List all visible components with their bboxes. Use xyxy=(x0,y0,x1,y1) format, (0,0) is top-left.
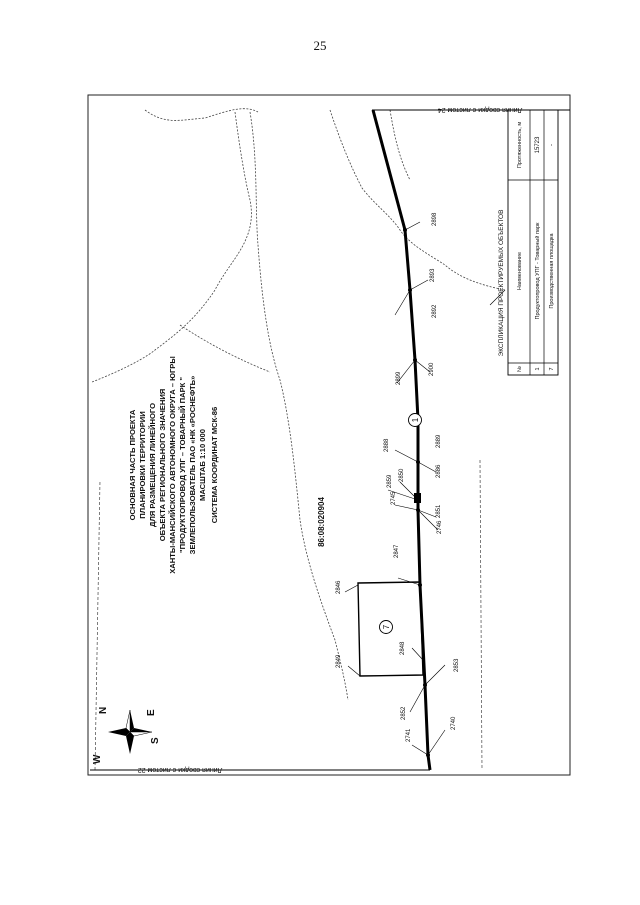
legend-row1-length: 15723 xyxy=(535,136,541,153)
match-line-bottom-label: Линия сводки с листом 22 xyxy=(138,766,223,773)
point-label-2740: 2740 xyxy=(451,716,457,730)
legend-row1-num: 1 xyxy=(535,367,541,370)
legend-table: ЭКСПЛИКАЦИЯ ПРОЕКТИРУЕМЫХ ОБЪЕКТОВ № Наи… xyxy=(498,109,559,376)
point-label-2745: 2745 xyxy=(391,491,397,505)
title-line-8: МАСШТАБ 1:10 000 xyxy=(198,429,207,501)
point-label-2848: 2848 xyxy=(400,641,406,655)
boundary-right xyxy=(479,459,483,771)
point-label-2886: 2886 xyxy=(436,464,442,478)
point-label-2859: 2859 xyxy=(387,474,393,488)
point-label-2852: 2852 xyxy=(401,706,407,720)
compass-east: E xyxy=(146,709,157,716)
pipeline-route xyxy=(371,109,432,771)
compass-rose-icon: N E S W xyxy=(92,707,161,764)
legend-row2-length: - xyxy=(549,144,555,146)
point-labels: 2741 2740 2852 2853 2849 2848 2846 2847 … xyxy=(336,212,460,742)
point-label-2888: 2888 xyxy=(384,438,390,452)
legend-row2-name: Производственная площадка xyxy=(549,232,555,308)
match-line-top-label: Линия сводки с листом 24 xyxy=(438,106,523,113)
point-label-2847: 2847 xyxy=(394,544,400,558)
title-line-5: ХАНТЫ-МАНСИЙСКОГО АВТОНОМНОГО ОКРУГА – Ю… xyxy=(168,356,177,574)
legend-header-name: Наименование xyxy=(517,252,523,290)
legend-row1-name: Продуктопровод УПГ - Товарный парк xyxy=(534,222,541,319)
compass-south: S xyxy=(150,737,161,744)
point-label-2851: 2851 xyxy=(436,504,442,518)
point-label-2746: 2746 xyxy=(437,520,443,534)
title-block: ОСНОВНАЯ ЧАСТЬ ПРОЕКТА ПЛАНИРОВКИ ТЕРРИТ… xyxy=(128,356,219,574)
legend-title: ЭКСПЛИКАЦИЯ ПРОЕКТИРУЕМЫХ ОБЪЕКТОВ xyxy=(498,210,505,357)
title-line-7: ЗЕМЛЕПОЛЬЗОВАТЕЛЬ ПАО «НК «РОСНЕФТЬ» xyxy=(188,376,197,555)
page-number: 25 xyxy=(313,38,327,53)
compass-west: W xyxy=(92,754,103,764)
terrain-lines xyxy=(91,108,506,701)
title-line-9: СИСТЕМА КООРДИНАТ МСК-86 xyxy=(210,407,219,524)
legend-header-num: № xyxy=(517,366,523,372)
point-label-2892: 2892 xyxy=(432,304,438,318)
legend-row2-num: 7 xyxy=(549,367,555,370)
svg-text:1: 1 xyxy=(411,417,420,422)
point-label-2889: 2889 xyxy=(436,434,442,448)
compass-north: N xyxy=(98,707,109,714)
title-line-4: ОБЪЕКТА РЕГИОНАЛЬНОГО ЗНАЧЕНИЯ xyxy=(158,389,167,542)
legend-header-length: Протяженность, м xyxy=(517,122,523,169)
point-label-2850: 2850 xyxy=(399,468,405,482)
title-line-3: ДЛЯ РАЗМЕЩЕНИЯ ЛИНЕЙНОГО xyxy=(148,403,157,527)
title-line-2: ПЛАНИРОВКИ ТЕРРИТОРИИ xyxy=(138,411,147,518)
title-line-1: ОСНОВНАЯ ЧАСТЬ ПРОЕКТА xyxy=(128,409,137,520)
leader-lines xyxy=(344,221,506,756)
pipeline-valve xyxy=(414,493,421,503)
point-label-2893: 2893 xyxy=(430,268,436,282)
point-label-2741: 2741 xyxy=(406,728,412,742)
point-label-2899: 2899 xyxy=(396,371,402,385)
title-line-6: "ПРОДУКТОПРОВОД УПГ – ТОВАРНЫЙ ПАРК " xyxy=(178,377,187,553)
point-label-2898: 2898 xyxy=(432,212,438,226)
object-marker-7: 7 xyxy=(379,620,393,634)
cadastral-number: 86:08:020904 xyxy=(317,497,326,547)
production-site xyxy=(357,581,424,677)
point-label-2900: 2900 xyxy=(429,362,435,376)
point-label-2849: 2849 xyxy=(336,654,342,668)
svg-text:7: 7 xyxy=(382,624,391,629)
point-label-2846: 2846 xyxy=(336,580,342,594)
object-marker-1: 1 xyxy=(408,413,422,427)
map-frame xyxy=(87,94,571,776)
boundary-left xyxy=(94,479,101,771)
point-label-2853: 2853 xyxy=(454,658,460,672)
